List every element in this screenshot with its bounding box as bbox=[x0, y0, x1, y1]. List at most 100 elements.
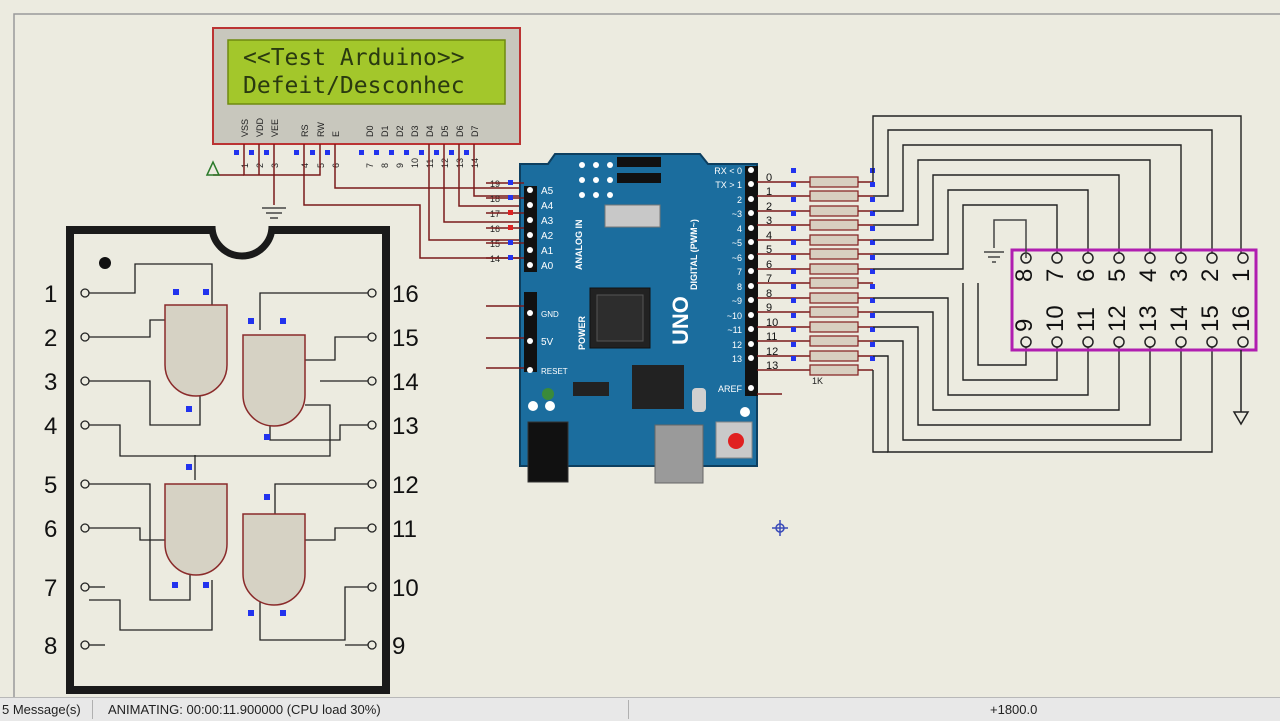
resistor[interactable] bbox=[809, 321, 859, 333]
socket-pin[interactable] bbox=[1113, 252, 1125, 264]
resistor[interactable] bbox=[809, 234, 859, 246]
resistor[interactable] bbox=[809, 263, 859, 275]
ic-pin[interactable] bbox=[367, 288, 377, 298]
ground-symbol-icon bbox=[262, 207, 286, 219]
analog-pin-label: A5 bbox=[541, 186, 554, 197]
ic-pin-number-right: 16 bbox=[392, 281, 419, 308]
ic-pin[interactable] bbox=[367, 376, 377, 386]
power-label: POWER bbox=[577, 315, 587, 350]
resistor-value-label: 1K bbox=[812, 376, 823, 386]
socket-pin[interactable] bbox=[1175, 336, 1187, 348]
resistor[interactable] bbox=[809, 219, 859, 231]
ic-pin[interactable] bbox=[367, 420, 377, 430]
ic-pin-number-right: 10 bbox=[392, 575, 419, 602]
ic-pin-number-left: 2 bbox=[44, 325, 57, 352]
socket-pin[interactable] bbox=[1051, 336, 1063, 348]
lcd-pin-number: 13 bbox=[455, 158, 465, 168]
ic-pin[interactable] bbox=[367, 582, 377, 592]
lcd-pin-number: 1 bbox=[240, 163, 250, 168]
socket-pin[interactable] bbox=[1113, 336, 1125, 348]
pin-state-indicator bbox=[870, 197, 875, 202]
socket-pin[interactable] bbox=[1237, 252, 1249, 264]
arduino-uno-board[interactable]: UNO DIGITAL (PWM~) ANALOG IN POWER 19A51… bbox=[486, 153, 758, 484]
pin-state-indicator bbox=[870, 313, 875, 318]
lcd-pin-label: D2 bbox=[395, 125, 405, 137]
lcd-wires bbox=[213, 144, 520, 259]
socket-pin-number-top: 7 bbox=[1042, 269, 1069, 282]
animation-status: ANIMATING: 00:00:11.900000 (CPU load 30%… bbox=[108, 702, 381, 717]
socket-pin[interactable] bbox=[1144, 252, 1156, 264]
socket-pin-number-bottom: 12 bbox=[1104, 305, 1131, 332]
ic-pin[interactable] bbox=[367, 523, 377, 533]
pin-state-indicator bbox=[249, 150, 254, 155]
digital-pin-label: 13 bbox=[732, 354, 742, 364]
power-pin-label: GND bbox=[541, 310, 559, 319]
pin-state-indicator bbox=[870, 284, 875, 289]
lcd-pin-number: 7 bbox=[365, 163, 375, 168]
socket-pin[interactable] bbox=[1206, 252, 1218, 264]
power-jack bbox=[527, 421, 569, 483]
resistor[interactable] bbox=[809, 335, 859, 347]
resistor[interactable] bbox=[809, 205, 859, 217]
crystal-component bbox=[604, 204, 661, 228]
resistor[interactable] bbox=[809, 364, 859, 376]
socket-pin[interactable] bbox=[1082, 252, 1094, 264]
resistor[interactable] bbox=[809, 277, 859, 289]
lcd-pin-number: 5 bbox=[316, 163, 326, 168]
ic-notch bbox=[208, 225, 276, 260]
resistor[interactable] bbox=[809, 292, 859, 304]
crosshair-cursor-icon bbox=[772, 520, 788, 536]
socket-pin[interactable] bbox=[1206, 336, 1218, 348]
ic-pin[interactable] bbox=[80, 582, 90, 592]
resistor[interactable] bbox=[809, 176, 859, 188]
ic-pin[interactable] bbox=[367, 479, 377, 489]
ic-pin[interactable] bbox=[80, 376, 90, 386]
lcd-pin-number: 4 bbox=[300, 163, 310, 168]
lcd-pin-label: D6 bbox=[455, 125, 465, 137]
messages-count[interactable]: 5 Message(s) bbox=[2, 702, 81, 717]
pin-state-indicator bbox=[374, 150, 379, 155]
analog-pin-label: A4 bbox=[541, 201, 554, 212]
lcd-pin-label: E bbox=[331, 131, 341, 137]
pin-state-indicator bbox=[186, 464, 192, 470]
socket-pin[interactable] bbox=[1082, 336, 1094, 348]
usb-controller-chip bbox=[632, 365, 684, 409]
digital-wire-number: 4 bbox=[766, 230, 772, 242]
ic-pin[interactable] bbox=[367, 640, 377, 650]
ic-pin[interactable] bbox=[80, 640, 90, 650]
socket-pin-number-top: 2 bbox=[1197, 269, 1224, 282]
socket-pin[interactable] bbox=[1051, 252, 1063, 264]
lcd-pin-number: 11 bbox=[425, 159, 435, 168]
resistor[interactable] bbox=[809, 190, 859, 202]
ic-pin[interactable] bbox=[80, 523, 90, 533]
ic-pin[interactable] bbox=[80, 332, 90, 342]
socket-pin[interactable] bbox=[1175, 252, 1187, 264]
resistor[interactable] bbox=[809, 306, 859, 318]
lcd-pin-label: D0 bbox=[365, 125, 375, 137]
socket-pin[interactable] bbox=[1237, 336, 1249, 348]
ic-pin-number-left: 1 bbox=[44, 281, 57, 308]
analog-pin-label: A3 bbox=[541, 216, 554, 227]
socket-pin-number-bottom: 10 bbox=[1042, 305, 1069, 332]
ic-pin[interactable] bbox=[80, 420, 90, 430]
ic-pin[interactable] bbox=[80, 479, 90, 489]
ic-pin[interactable] bbox=[80, 288, 90, 298]
resistor[interactable] bbox=[809, 350, 859, 362]
pin-state-indicator bbox=[294, 150, 299, 155]
digital-pin-label: ~10 bbox=[727, 311, 742, 321]
ic-pin[interactable] bbox=[367, 332, 377, 342]
pin-state-indicator bbox=[172, 582, 178, 588]
resistor[interactable] bbox=[809, 248, 859, 260]
pin-state-indicator bbox=[280, 610, 286, 616]
digital-wire-number: 9 bbox=[766, 302, 772, 314]
and-gate-icon bbox=[242, 334, 306, 427]
socket-pin[interactable] bbox=[1020, 336, 1032, 348]
digital-pin-label: ~5 bbox=[732, 238, 742, 248]
pin-state-indicator bbox=[791, 255, 796, 260]
socket-pin[interactable] bbox=[1144, 336, 1156, 348]
socket-outline bbox=[1010, 248, 1258, 352]
